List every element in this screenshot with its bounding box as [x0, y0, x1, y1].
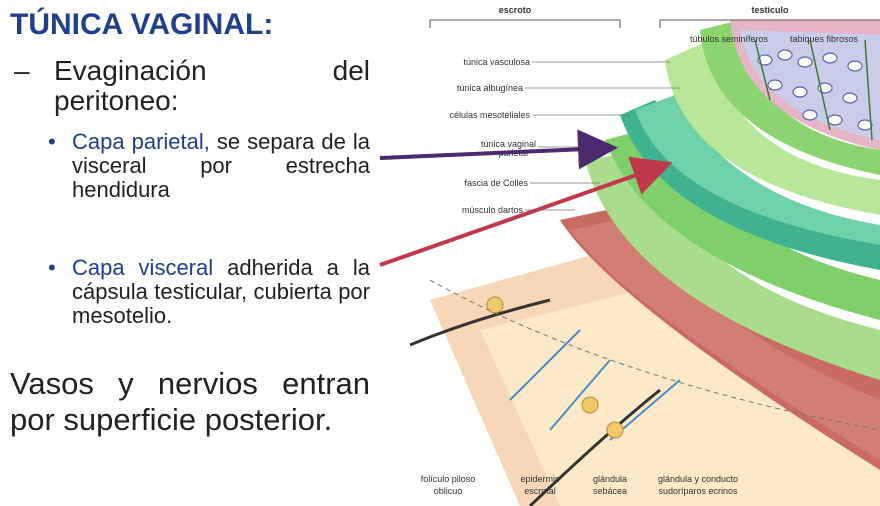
capa-visceral-desc: adherida a la cápsula testicular, cubier… [72, 255, 371, 328]
label-glandula-1: glándula [593, 474, 627, 484]
bullet-dot: • [48, 255, 56, 280]
label-epidermis-2: escrotal [524, 486, 556, 496]
vasos-nervios-text: Vasos y nervios entran por superficie po… [10, 366, 370, 437]
label-tunica-vaginal: túnica vaginal [481, 139, 536, 149]
header-testiculo: testículo [751, 5, 789, 15]
arrow-visceral [379, 156, 673, 267]
label-celulas-mesoteliales: células mesoteliales [449, 110, 530, 120]
capa-parietal-term: Capa parietal, [72, 129, 210, 154]
dash-bullet: – [14, 55, 30, 86]
label-tubulos: túbulos seminíferos [690, 34, 769, 44]
text-panel: TÚNICA VAGINAL: – Evaginación del perito… [0, 0, 400, 506]
label-foliculo-2: oblicuo [434, 486, 463, 496]
capa-visceral-term: Capa visceral [72, 255, 214, 280]
label-glandula-conducto-1: glándula y conducto [658, 474, 738, 484]
point-text-line2: peritoneo: [54, 85, 179, 116]
slide-title: TÚNICA VAGINAL: [10, 8, 274, 41]
testis-layers-diagram: escroto testículo túbulos seminíferos ta… [410, 0, 880, 506]
bullet-dot: • [48, 129, 56, 154]
label-glandula-2: sebácea [593, 486, 627, 496]
arrow-parietal [379, 129, 618, 170]
label-tabiques: tabiques fibrosos [790, 34, 859, 44]
point-evaginacion: – Evaginación del peritoneo: [14, 56, 370, 116]
label-fascia-colles: fascia de Colles [464, 178, 528, 188]
label-tunica-vasculosa: túnica vasculosa [463, 57, 530, 67]
point-text-line1: Evaginación del [54, 55, 370, 86]
label-foliculo-1: folículo piloso [421, 474, 476, 484]
label-musculo-dartos: músculo dartos [462, 205, 524, 215]
label-glandula-conducto-2: sudoríparos ecrinos [658, 486, 738, 496]
capa-parietal-desc: se separa de la visceral por estrecha he… [72, 129, 370, 202]
bullet-capa-parietal: • Capa parietal, se separa de la viscera… [48, 129, 370, 202]
bullet-capa-visceral: • Capa visceral adherida a la cápsula te… [48, 255, 371, 328]
header-escroto: escroto [499, 5, 532, 15]
label-epidermis-1: epidermis [520, 474, 560, 484]
label-tunica-albuginea: túnica albugínea [457, 83, 523, 93]
